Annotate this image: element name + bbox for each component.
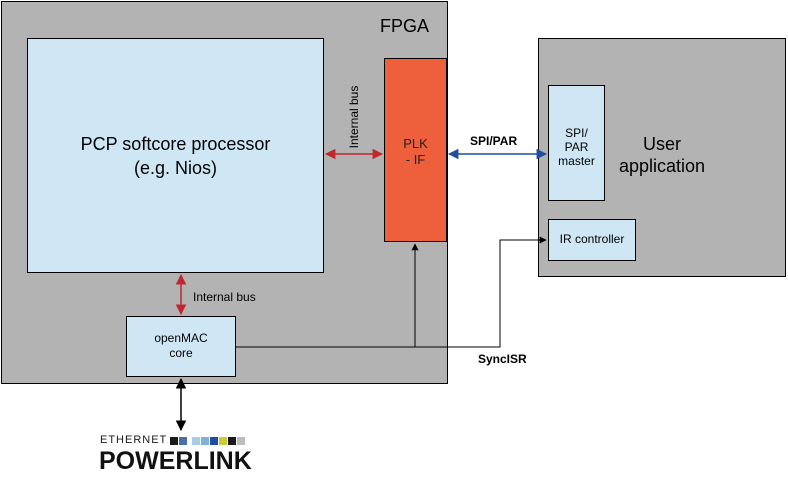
ir-controller <box>548 219 636 261</box>
internal-bus-vertical-label: Internal bus <box>347 85 361 149</box>
pcp-label-line1: PCP softcore processor <box>80 134 271 154</box>
user-app-label-line1: User <box>642 134 681 154</box>
logo-color-strip <box>170 437 245 445</box>
openmac-label-line2: core <box>169 346 193 360</box>
internal-bus-horizontal-label: Internal bus <box>193 290 256 304</box>
plk-if-label-line1: PLK <box>403 136 428 151</box>
plk-if-block <box>384 58 447 242</box>
spi-master-label-line1: SPI/ <box>565 126 588 140</box>
spi-master-label-line3: master <box>558 154 595 168</box>
ethernet-powerlink-logo: ETHERNET POWERLINK <box>99 434 270 476</box>
spi-par-master <box>548 85 605 201</box>
openmac-label-line1: openMAC <box>154 331 208 345</box>
ir-controller-label: IR controller <box>559 232 625 246</box>
syncisr-label: SyncISR <box>478 352 527 366</box>
spi-master-label-line2: PAR <box>564 140 589 154</box>
user-app-label-line2: application <box>618 156 706 176</box>
fpga-label: FPGA <box>380 16 430 36</box>
spi-par-link-label: SPI/PAR <box>470 134 518 148</box>
pcp-softcore-processor <box>27 38 324 273</box>
logo-top-text: ETHERNET <box>100 434 168 446</box>
plk-if-label-line2: - IF <box>405 152 426 167</box>
logo-bottom-text: POWERLINK <box>99 447 252 475</box>
openmac-core <box>126 316 236 377</box>
pcp-label-line2: (e.g. Nios) <box>133 158 218 178</box>
